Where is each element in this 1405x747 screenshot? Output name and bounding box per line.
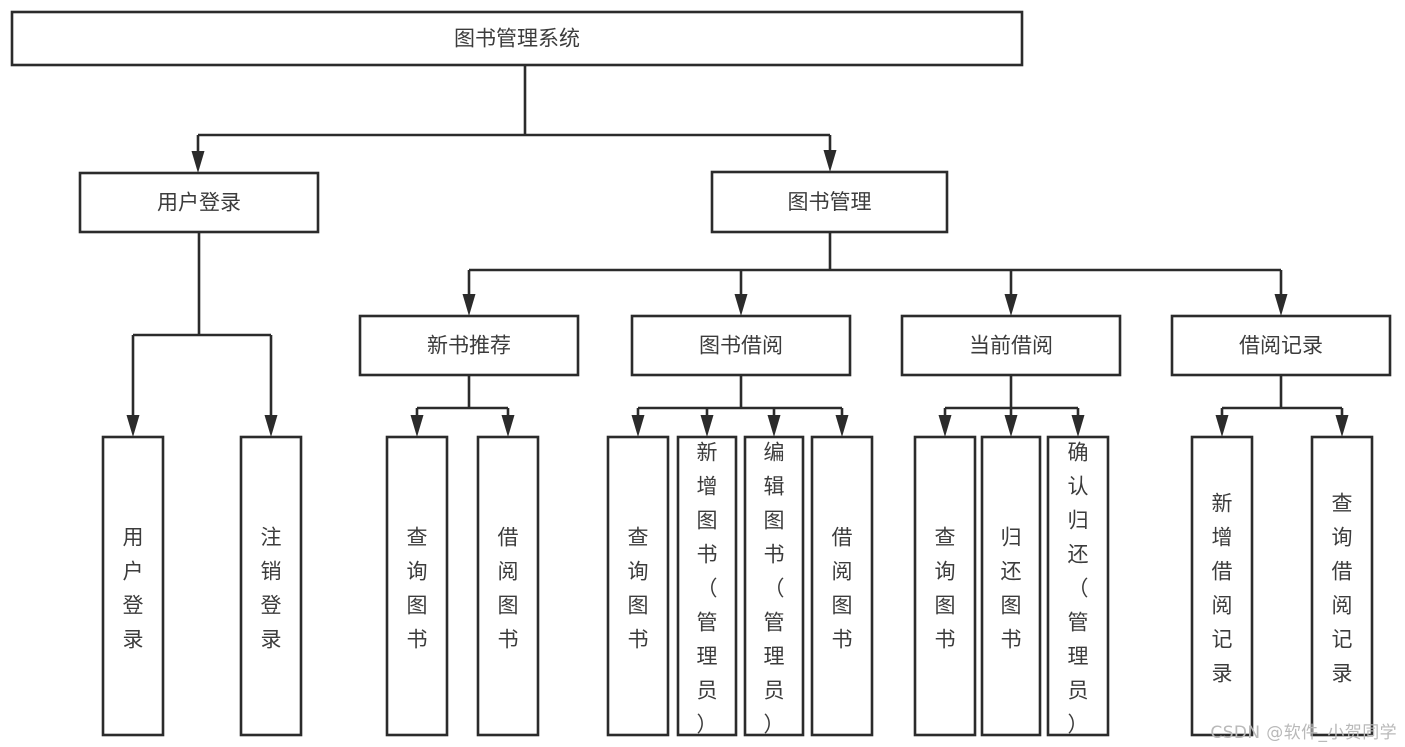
node-leaf-query-book-1[interactable]: 查询图书	[385, 435, 449, 737]
node-borrow-record[interactable]: 借阅记录	[1170, 314, 1392, 377]
level2-3-drop-1-arrowhead	[1335, 415, 1349, 437]
connector-layer	[126, 65, 1349, 437]
level2-2-drop-0-arrowhead	[938, 415, 952, 437]
node-box-new-book-recommend[interactable]	[358, 314, 580, 377]
node-user-login[interactable]: 用户登录	[78, 171, 320, 234]
book-manage-drop-3-arrowhead	[1274, 294, 1288, 316]
node-box-leaf-query-book-1[interactable]	[385, 435, 449, 737]
node-book-manage[interactable]: 图书管理	[710, 170, 949, 234]
node-book-borrow[interactable]: 图书借阅	[630, 314, 852, 377]
node-label-leaf-user-logout: 注销登录	[261, 526, 282, 652]
book-manage-drop-1-arrowhead	[734, 294, 748, 316]
node-label-leaf-add-record: 新增借阅记录	[1212, 492, 1233, 686]
node-label-leaf-query-book-1: 查询图书	[407, 526, 428, 652]
node-box-leaf-query-record[interactable]	[1310, 435, 1374, 737]
node-box-leaf-return-book[interactable]	[980, 435, 1042, 737]
node-box-root[interactable]	[10, 10, 1024, 67]
level2-1-drop-2-arrowhead	[767, 415, 781, 437]
node-box-leaf-edit-book[interactable]	[743, 435, 805, 737]
root-drop-1-arrowhead	[823, 150, 837, 172]
node-label-leaf-query-book-3: 查询图书	[935, 526, 956, 652]
node-box-book-borrow[interactable]	[630, 314, 852, 377]
level2-3-drop-0-arrowhead	[1215, 415, 1229, 437]
node-label-book-borrow: 图书借阅	[699, 334, 783, 358]
node-leaf-borrow-book-1[interactable]: 借阅图书	[476, 435, 540, 737]
level2-1-drop-0-arrowhead	[631, 415, 645, 437]
level2-1-drop-3-arrowhead	[835, 415, 849, 437]
watermark-label: CSDN @软件_小贺同学	[1210, 723, 1397, 743]
level2-0-drop-0-arrowhead	[410, 415, 424, 437]
node-leaf-add-record[interactable]: 新增借阅记录	[1190, 435, 1254, 737]
root-drop-0-arrowhead	[191, 151, 205, 173]
node-label-book-manage: 图书管理	[788, 190, 872, 214]
node-box-leaf-user-logout[interactable]	[239, 435, 303, 737]
node-label-leaf-return-book: 归还图书	[1001, 526, 1022, 652]
book-manage-drop-2-arrowhead	[1004, 294, 1018, 316]
level2-1-drop-1-arrowhead	[700, 415, 714, 437]
node-box-current-borrow[interactable]	[900, 314, 1122, 377]
node-leaf-query-book-2[interactable]: 查询图书	[606, 435, 670, 737]
node-label-borrow-record: 借阅记录	[1239, 334, 1323, 358]
node-label-root: 图书管理系统	[454, 27, 580, 51]
node-current-borrow[interactable]: 当前借阅	[900, 314, 1122, 377]
node-label-leaf-confirm-return: 确认归还（管理员）	[1068, 441, 1089, 737]
node-label-leaf-borrow-book-2: 借阅图书	[832, 526, 853, 652]
node-box-borrow-record[interactable]	[1170, 314, 1392, 377]
node-box-leaf-query-book-2[interactable]	[606, 435, 670, 737]
node-leaf-user-logout[interactable]: 注销登录	[239, 435, 303, 737]
node-leaf-user-login[interactable]: 用户登录	[101, 435, 165, 737]
user-login-drop-0-arrowhead	[126, 415, 140, 437]
node-leaf-return-book[interactable]: 归还图书	[980, 435, 1042, 737]
user-login-drop-1-arrowhead	[264, 415, 278, 437]
node-label-leaf-borrow-book-1: 借阅图书	[498, 526, 519, 652]
node-label-leaf-user-login: 用户登录	[123, 526, 144, 652]
node-box-user-login[interactable]	[78, 171, 320, 234]
node-layer: 图书管理系统用户登录图书管理新书推荐图书借阅当前借阅借阅记录用户登录注销登录查询…	[10, 10, 1392, 737]
node-new-book-recommend[interactable]: 新书推荐	[358, 314, 580, 377]
book-manage-drop-0-arrowhead	[462, 294, 476, 316]
node-box-book-manage[interactable]	[710, 170, 949, 234]
node-box-leaf-borrow-book-1[interactable]	[476, 435, 540, 737]
node-box-leaf-add-record[interactable]	[1190, 435, 1254, 737]
node-leaf-edit-book[interactable]: 编辑图书（管理员）	[743, 435, 805, 737]
node-leaf-query-record[interactable]: 查询借阅记录	[1310, 435, 1374, 737]
node-label-current-borrow: 当前借阅	[969, 334, 1053, 358]
node-leaf-add-book[interactable]: 新增图书（管理员）	[676, 435, 738, 737]
node-box-leaf-confirm-return[interactable]	[1046, 435, 1110, 737]
node-box-leaf-query-book-3[interactable]	[913, 435, 977, 737]
node-leaf-borrow-book-2[interactable]: 借阅图书	[810, 435, 874, 737]
node-label-leaf-query-book-2: 查询图书	[628, 526, 649, 652]
node-box-leaf-borrow-book-2[interactable]	[810, 435, 874, 737]
level2-2-drop-1-arrowhead	[1004, 415, 1018, 437]
node-label-leaf-edit-book: 编辑图书（管理员）	[764, 441, 785, 737]
node-leaf-confirm-return[interactable]: 确认归还（管理员）	[1046, 435, 1110, 737]
level2-0-drop-1-arrowhead	[501, 415, 515, 437]
node-label-leaf-query-record: 查询借阅记录	[1332, 492, 1353, 686]
level2-2-drop-2-arrowhead	[1071, 415, 1085, 437]
node-label-leaf-add-book: 新增图书（管理员）	[697, 441, 718, 737]
node-leaf-query-book-3[interactable]: 查询图书	[913, 435, 977, 737]
node-root[interactable]: 图书管理系统	[10, 10, 1024, 67]
node-label-user-login: 用户登录	[157, 191, 241, 215]
node-box-leaf-user-login[interactable]	[101, 435, 165, 737]
node-box-leaf-add-book[interactable]	[676, 435, 738, 737]
node-label-new-book-recommend: 新书推荐	[427, 334, 511, 358]
